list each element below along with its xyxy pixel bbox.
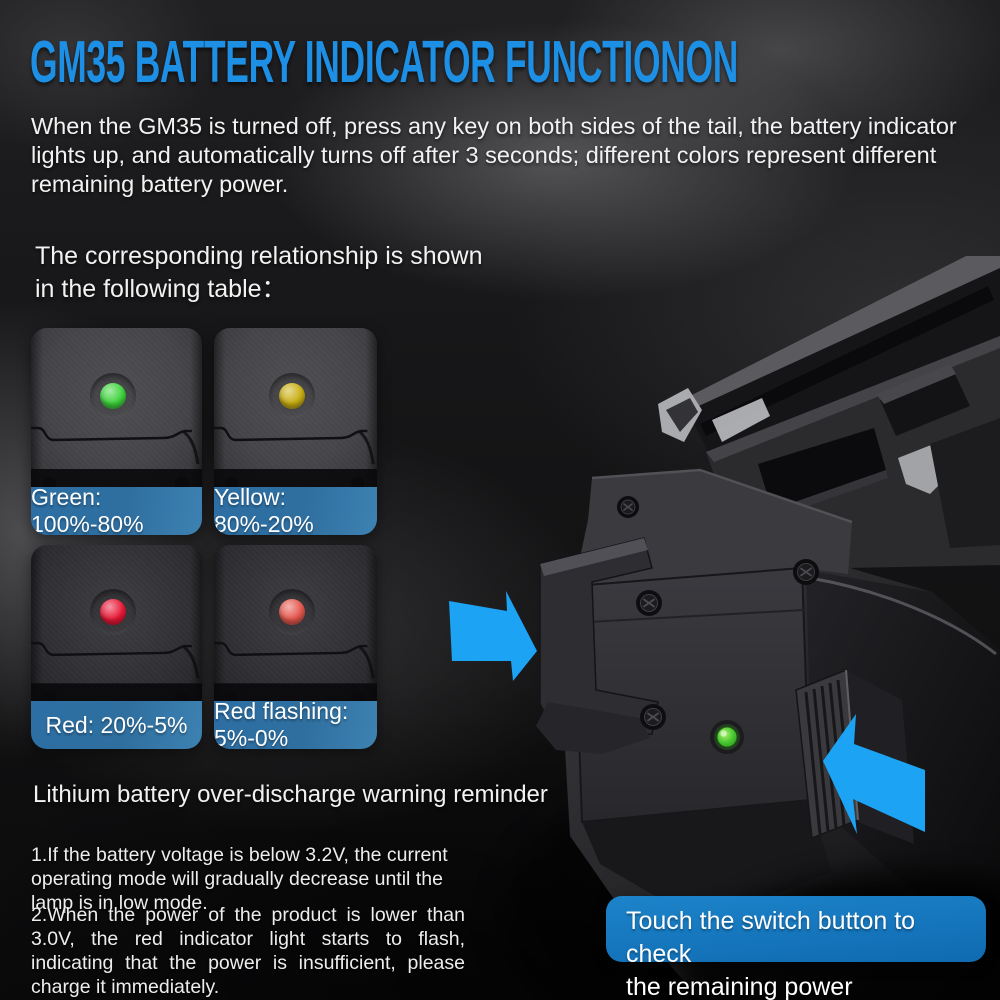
- battery-label-red-flashing: Red flashing: 5%-0%: [214, 698, 377, 749]
- led-recess: [269, 373, 315, 419]
- groove-line: [31, 641, 202, 701]
- page-title: GM35 BATTERY INDICATOR FUNCTIONON: [30, 29, 738, 95]
- led-recess: [90, 373, 136, 419]
- table-intro-line1: The corresponding relationship is shown: [35, 242, 483, 270]
- groove-line: [214, 426, 377, 487]
- switch-callout-text: Touch the switch button to check the rem…: [606, 896, 986, 1000]
- led-dot-red-flashing: [279, 599, 306, 626]
- battery-card-red: Red: 20%-5%: [31, 545, 202, 749]
- led-recess: [269, 589, 315, 635]
- led-dot-yellow: [279, 383, 306, 410]
- battery-card-red-flashing: Red flashing: 5%-0%: [214, 545, 377, 749]
- led-dot-red: [100, 599, 127, 626]
- warning-item-2: 2.When the power of the product is lower…: [31, 904, 465, 998]
- battery-label-yellow: Yellow: 80%-20%: [214, 484, 377, 535]
- callout-line1: Touch the switch button to check: [626, 907, 916, 968]
- table-intro: The corresponding relationship is shown …: [35, 240, 482, 306]
- led-dot-green: [100, 383, 127, 410]
- battery-label-red: Red: 20%-5%: [31, 701, 202, 749]
- led-photo-green: [31, 328, 202, 487]
- table-intro-line2: in the following table：: [35, 275, 287, 303]
- callout-line2: the remaining power: [626, 973, 853, 1000]
- led-recess: [90, 589, 136, 635]
- groove-line: [214, 641, 377, 701]
- led-photo-yellow: [214, 328, 377, 487]
- battery-card-green: Green: 100%-80%: [31, 328, 202, 535]
- led-photo-red-flashing: [214, 545, 377, 701]
- switch-callout-box: Touch the switch button to check the rem…: [606, 896, 986, 1000]
- battery-card-yellow: Yellow: 80%-20%: [214, 328, 377, 535]
- warning-heading: Lithium battery over-discharge warning r…: [33, 781, 548, 808]
- battery-label-green: Green: 100%-80%: [31, 484, 202, 535]
- intro-paragraph: When the GM35 is turned off, press any k…: [31, 113, 957, 197]
- groove-line: [31, 426, 202, 487]
- led-photo-red: [31, 545, 202, 701]
- warning-item-1: 1.If the battery voltage is below 3.2V, …: [31, 844, 448, 914]
